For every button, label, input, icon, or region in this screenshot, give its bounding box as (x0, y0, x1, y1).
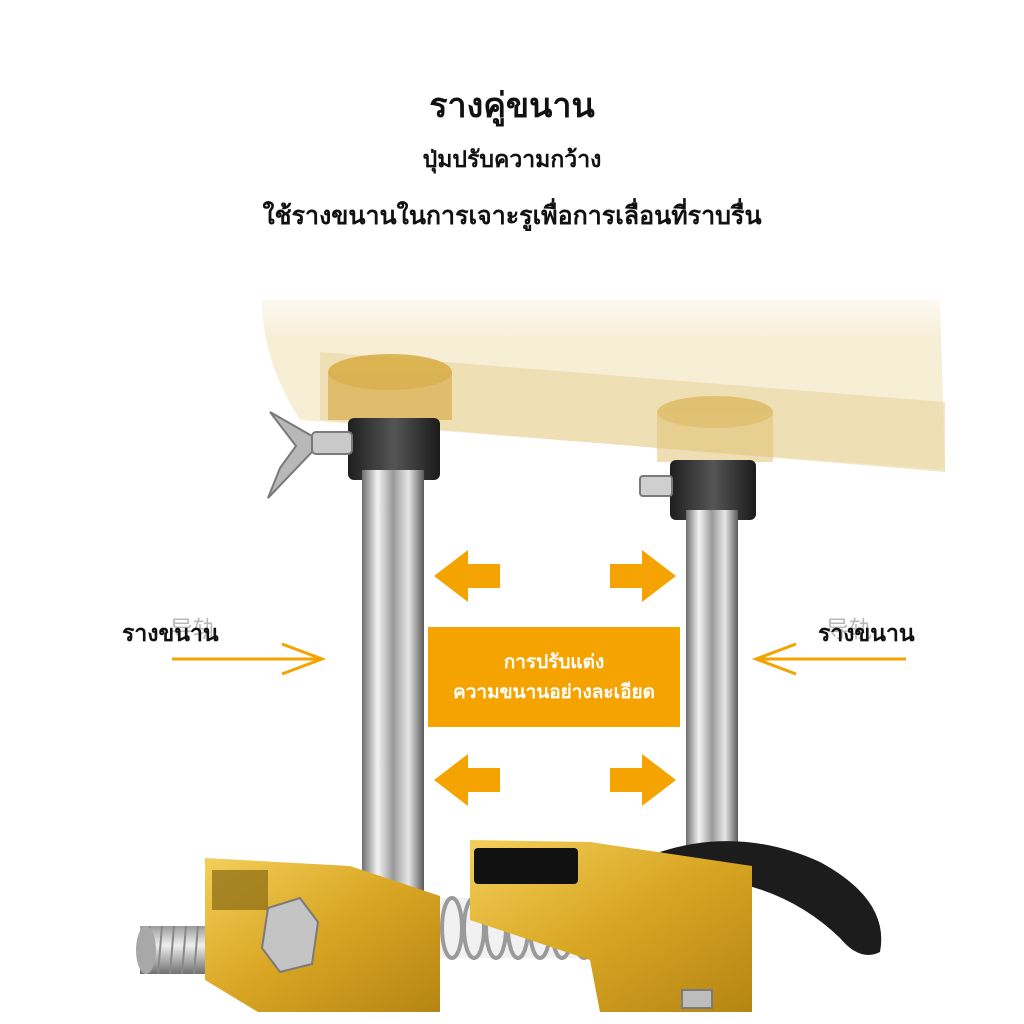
arrow-left-icon (434, 550, 500, 602)
fine-adjust-callout: การปรับแต่ง ความขนานอย่างละเอียด (428, 627, 680, 727)
right-guide-rod (686, 510, 738, 870)
left-collar (328, 354, 452, 480)
callout-line-1: การปรับแต่ง (503, 651, 605, 673)
watermark-text: 导轨 (826, 617, 872, 643)
right-collar (639, 396, 773, 520)
arrow-right-icon (610, 754, 676, 806)
callout-line-2: ความขนานอย่างละเอียด (453, 681, 655, 703)
left-clamp (205, 858, 440, 1012)
label-parallel-rail-left: รางขนาน (122, 621, 219, 647)
arrow-right-icon (610, 550, 676, 602)
wing-nut-icon (267, 411, 353, 499)
arrow-left-icon (434, 754, 500, 806)
arrow-right-pointer-icon (172, 642, 327, 676)
label-parallel-rail-right: รางขนาน (818, 621, 915, 647)
right-clamp (470, 840, 752, 1012)
watermark-text: 导轨 (170, 617, 216, 643)
left-guide-rod (362, 470, 424, 900)
page-title: รางคู่ขนาน (429, 86, 595, 126)
subtitle-width-knob: ปุ่มปรับความกว้าง (422, 147, 602, 173)
subtitle-description: ใช้รางขนานในการเจาะรูเพื่อการเลื่อนที่รา… (262, 201, 762, 230)
arrow-left-pointer-icon (751, 642, 906, 676)
